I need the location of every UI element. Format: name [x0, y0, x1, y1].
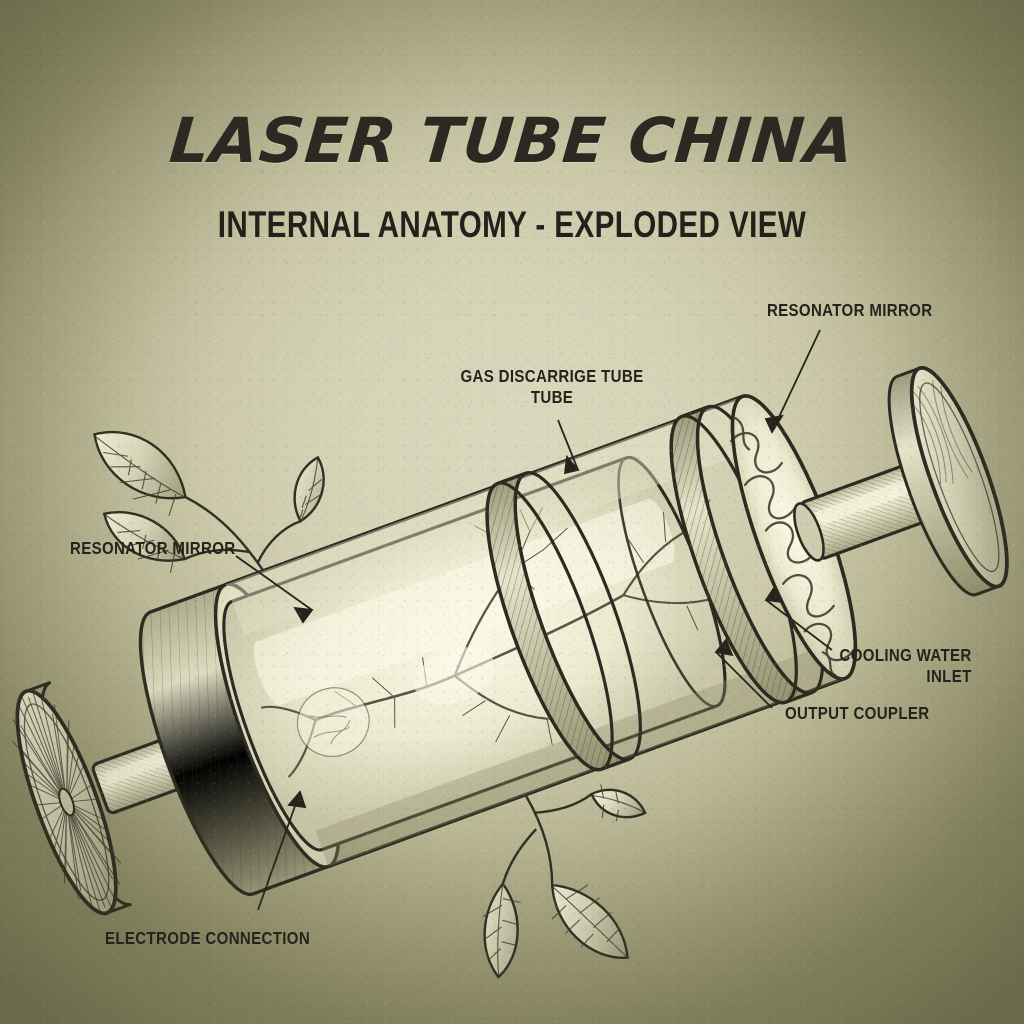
leader-lines [235, 329, 833, 911]
label-output-coupler: OUTPUT COUPLER [785, 703, 930, 723]
label-resonator-mirror-right: RESONATOR MIRROR [766, 300, 932, 320]
resonator-mirror-disc-right [887, 365, 1009, 597]
cooling-water-jacket [730, 394, 858, 681]
resonator-mirror-disc-left [12, 680, 132, 916]
label-cooling-water-inlet: COOLING WATER INLET [839, 645, 972, 687]
collar-band-mid [485, 471, 642, 772]
collar-band-right [669, 404, 825, 705]
page-subtitle: INTERNAL ANATOMY - EXPLODED VIEW [217, 204, 807, 245]
leaf-spray-lower [482, 784, 647, 979]
leaf-spray-upper [93, 430, 325, 573]
gas-discharge-tube-core [222, 455, 745, 852]
label-resonator-mirror-left: RESONATOR MIRROR [70, 538, 236, 558]
page-title: LASER TUBE CHINA [166, 104, 858, 177]
label-gas-discharge-tube: GAS DISCARRIGE TUBE TUBE [460, 366, 644, 408]
label-electrode-connection: ELECTRODE CONNECTION [105, 928, 311, 948]
